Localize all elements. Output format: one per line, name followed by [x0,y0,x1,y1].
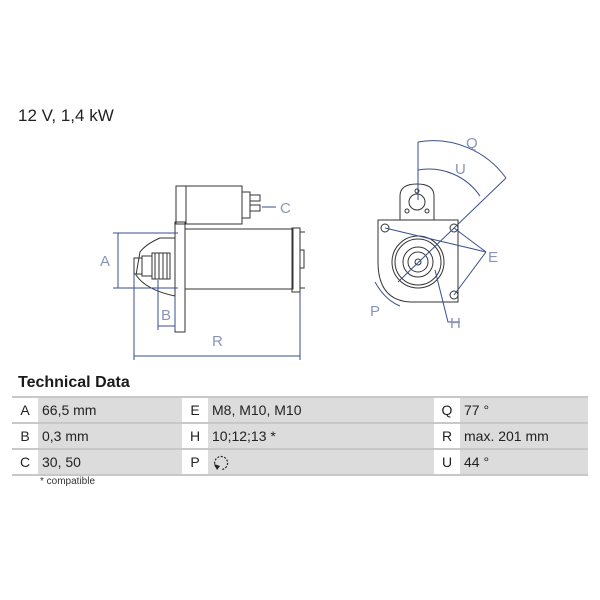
spec-value: M8, M10, M10 [208,398,434,422]
spec-value: 30, 50 [38,450,182,474]
spec-value: 10;12;13 * [208,424,434,448]
spec-label: R [434,424,460,448]
spec-label: E [182,398,208,422]
spec-label: U [434,450,460,474]
spec-value: 44 ° [460,450,588,474]
spec-value: 77 ° [460,398,588,422]
spec-value: 66,5 mm [38,398,182,422]
technical-data-table: A 66,5 mm E M8, M10, M10 Q 77 ° B 0,3 mm… [12,396,588,476]
dim-label-u: U [455,161,466,178]
voltage-power-spec: 12 V, 1,4 kW [18,106,114,125]
dim-label-p: P [370,303,380,320]
table-row: B 0,3 mm H 10;12;13 * R max. 201 mm [12,424,588,450]
spec-value: 0,3 mm [38,424,182,448]
spec-value [208,450,434,474]
dim-label-h: H [450,315,461,332]
dim-label-a: A [100,253,110,270]
dim-label-b: B [161,307,171,324]
spec-value: max. 201 mm [460,424,588,448]
front-view [377,183,459,303]
table-row: A 66,5 mm E M8, M10, M10 Q 77 ° [12,398,588,424]
spec-label: Q [434,398,460,422]
spec-label: C [12,450,38,474]
rotation-counterclockwise-icon [214,456,229,471]
side-view [133,185,305,333]
side-dimensions [113,206,301,360]
table-row: C 30, 50 P U 44 ° [12,450,588,476]
starter-motor-drawing: A B C R Q U E P H [100,135,507,360]
dim-label-c: C [280,200,291,217]
dim-label-e: E [488,249,498,266]
dim-label-r: R [212,333,223,350]
dim-label-q: Q [466,135,478,152]
spec-label: P [182,450,208,474]
compatibility-footnote: * compatible [40,476,96,487]
spec-label: B [12,424,38,448]
spec-label: A [12,398,38,422]
spec-label: H [182,424,208,448]
front-dimensions [374,140,507,323]
technical-data-title: Technical Data [18,374,130,391]
